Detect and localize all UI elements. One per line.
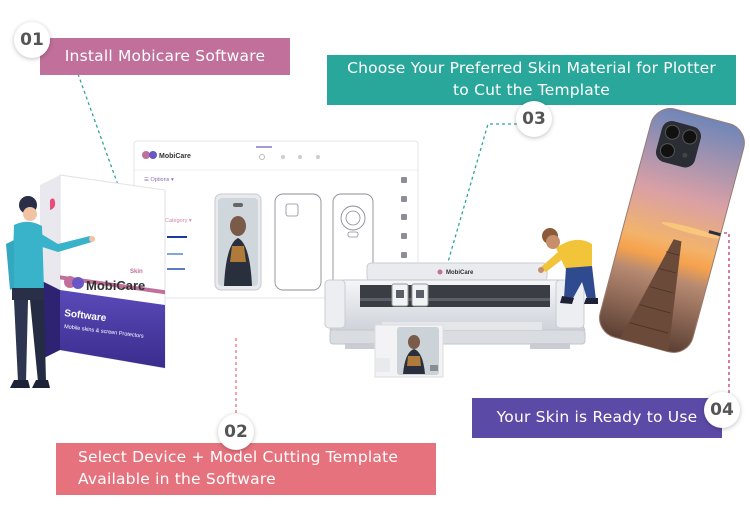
step-connectors [77,73,730,418]
step-02-label-line2: Available in the Software [78,470,276,488]
step-04-label: Your Skin is Ready to Use [472,398,722,438]
step-01-badge: 01 [14,22,50,58]
worker-figure-icon [538,228,598,304]
step-03-badge: 03 [516,101,552,137]
step-03-label-line2: to Cut the Template [452,81,611,99]
person-left-icon [6,196,95,388]
software-screen: MobiCare ☰ Options ▾ Category ▾ [133,140,419,299]
app-brand: MobiCare [159,153,191,160]
phone-skin [599,108,745,353]
software-box: MobiCare Skin Software Mobile skins & sc… [40,174,166,369]
step-04-badge: 04 [704,392,740,428]
connector-03 [447,123,517,263]
box-brand: MobiCare [86,278,145,293]
connector-04 [712,232,730,400]
step-03-label-line1: Choose Your Preferred Skin Material for … [347,59,716,78]
step-01-label: Install Mobicare Software [40,38,290,75]
step-02-label: Select Device + Model Cutting Template A… [56,443,436,495]
step-02-label-line1: Select Device + Model Cutting Template [78,448,399,467]
box-product-name: Software [64,308,108,324]
connector-01 [77,73,119,186]
plotter-brand: MobiCare [446,270,474,276]
plotter-machine: MobiCare [324,262,586,378]
step-03-label: Choose Your Preferred Skin Material for … [327,55,736,105]
box-brand-sup: Skin [130,269,143,275]
step-02-badge: 02 [218,414,254,450]
app-options-menu: ☰ Options ▾ [144,176,174,183]
app-category-label: Category ▾ [165,218,192,224]
